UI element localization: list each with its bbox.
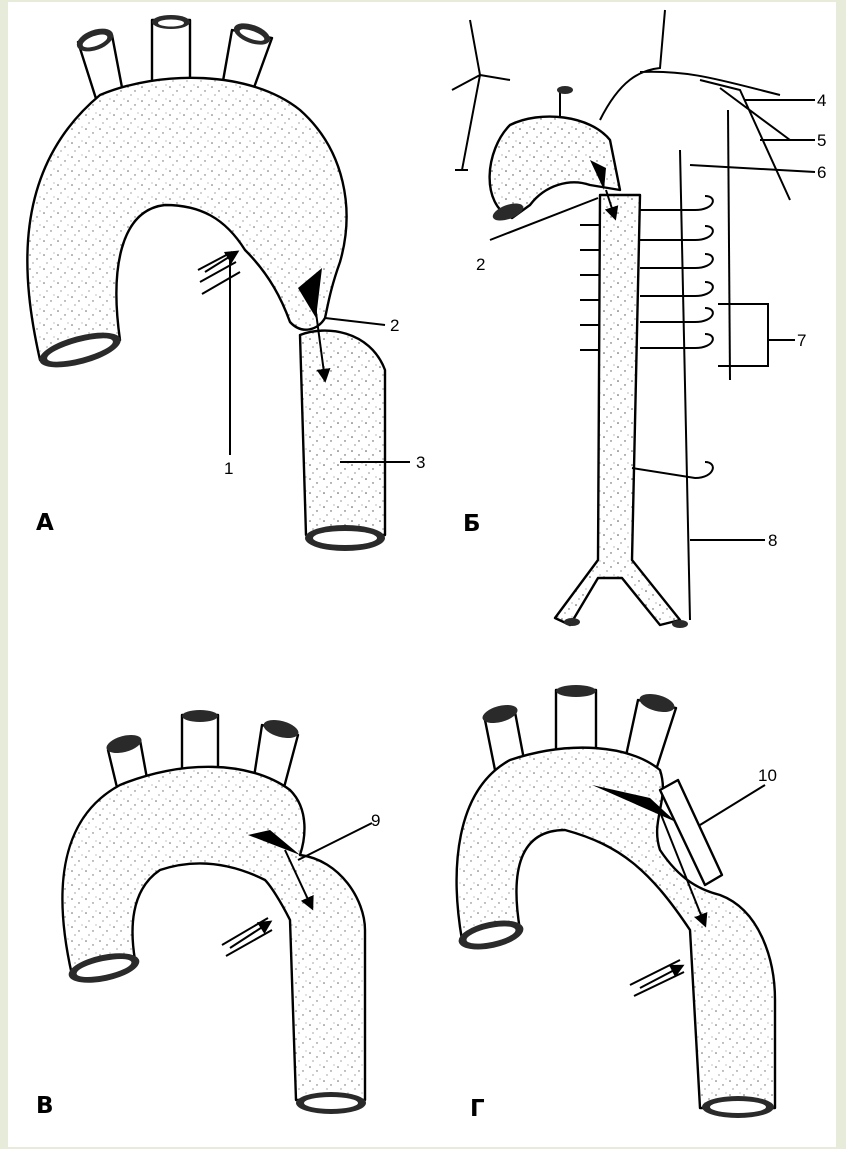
callout-8: 8 — [768, 531, 777, 550]
panel-g: 10 Г — [456, 685, 777, 1122]
panel-label-b: Б — [463, 511, 481, 537]
callout-10: 10 — [758, 766, 777, 785]
panel-label-g: Г — [470, 1096, 485, 1122]
callout-4: 4 — [817, 91, 826, 110]
callout-9: 9 — [371, 811, 380, 830]
panel-a-aorta-drawing — [27, 15, 410, 551]
panel-b-vessel-drawing — [452, 10, 815, 628]
panel-label-v: В — [36, 1093, 54, 1119]
panel-a: 1 2 3 А — [27, 15, 425, 551]
aortic-coarctation-figure: 1 2 3 А — [8, 2, 836, 1147]
callout-7: 7 — [797, 331, 806, 350]
callout-2: 2 — [390, 316, 399, 335]
panel-v-aorta-drawing — [62, 710, 372, 1114]
panel-label-a: А — [36, 510, 54, 536]
figure-frame: 1 2 3 А — [8, 2, 836, 1147]
panel-g-aorta-drawing — [456, 685, 775, 1118]
callout-6: 6 — [817, 163, 826, 182]
callout-5: 5 — [817, 131, 826, 150]
panel-v: 9 В — [36, 710, 380, 1119]
callout-1: 1 — [224, 459, 233, 478]
panel-b: 2 4 5 6 7 8 Б — [452, 10, 826, 628]
callout-3: 3 — [416, 453, 425, 472]
callout-2b: 2 — [476, 255, 485, 274]
